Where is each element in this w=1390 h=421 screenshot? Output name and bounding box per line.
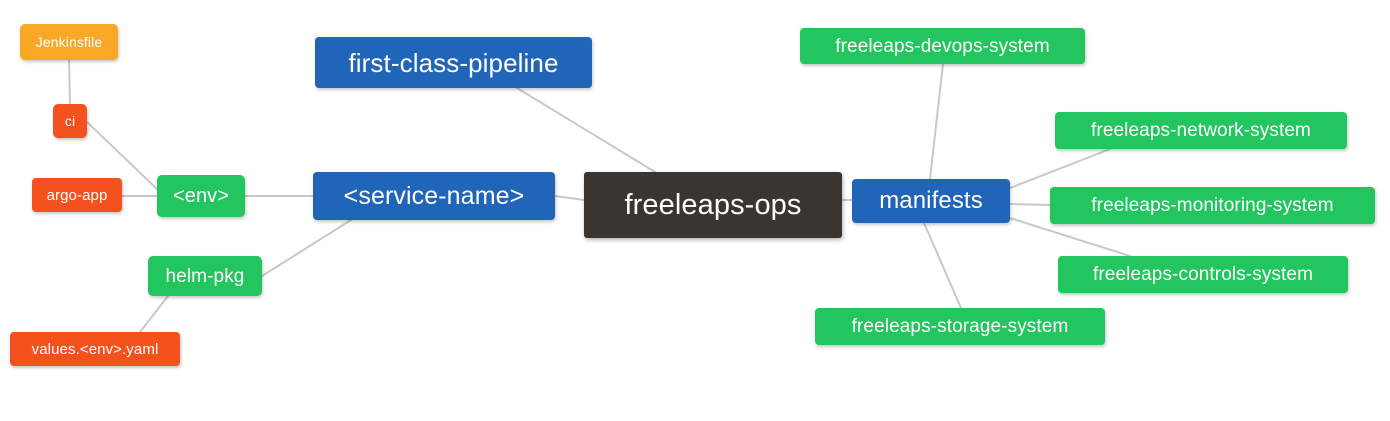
edge-first-class-pipeline-to-freeleaps-ops [516,87,656,173]
mindmap-node-jenkinsfile[interactable]: Jenkinsfile [20,24,118,60]
edge-service-name-to-helm-pkg [261,219,352,277]
edge-manifests-to-freeleaps-devops-system [929,63,944,180]
mindmap-node-first-class-pipeline[interactable]: first-class-pipeline [315,37,592,88]
edge-manifests-to-freeleaps-monitoring-system [1009,203,1051,206]
mindmap-node-helm-pkg[interactable]: helm-pkg [148,256,262,296]
mindmap-node-service-name[interactable]: <service-name> [313,172,555,220]
mindmap-node-freeleaps-controls-system[interactable]: freeleaps-controls-system [1058,256,1348,293]
edge-manifests-to-freeleaps-network-system [1009,148,1111,189]
edge-service-name-to-freeleaps-ops [554,195,585,201]
mindmap-node-freeleaps-storage-system[interactable]: freeleaps-storage-system [815,308,1105,345]
edge-manifests-to-freeleaps-storage-system [923,222,962,309]
mindmap-node-freeleaps-ops[interactable]: freeleaps-ops [584,172,842,238]
mindmap-node-freeleaps-network-system[interactable]: freeleaps-network-system [1055,112,1347,149]
mindmap-node-argo-app[interactable]: argo-app [32,178,122,212]
mindmap-node-ci[interactable]: ci [53,104,87,138]
mindmap-node-freeleaps-devops-system[interactable]: freeleaps-devops-system [800,28,1085,64]
edge-jenkinsfile-to-ci [68,59,71,105]
mindmap-node-manifests[interactable]: manifests [852,179,1010,223]
mindmap-node-freeleaps-monitoring-system[interactable]: freeleaps-monitoring-system [1050,187,1375,224]
mindmap-node-values-yaml[interactable]: values.<env>.yaml [10,332,180,366]
edge-helm-pkg-to-values-yaml [139,295,169,333]
mindmap-node-env[interactable]: <env> [157,175,245,217]
